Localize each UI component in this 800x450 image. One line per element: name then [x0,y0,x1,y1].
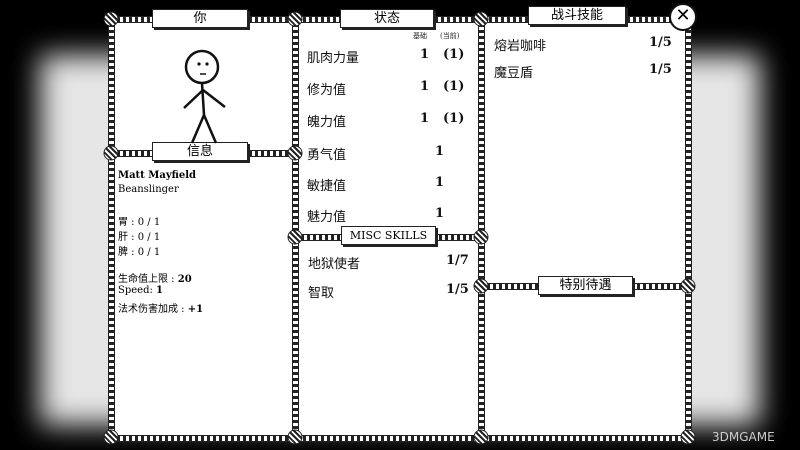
misc-skill-name: 智取 [308,286,335,301]
speed-value: 1 [156,285,164,296]
panel-title-special: 特别待遇 [538,276,633,295]
stat-name: 魅力值 [307,210,347,225]
stomach-stat: 胃 : 0 / 1 [118,217,161,228]
hp-label: 生命值上限 : [118,274,175,285]
knot [680,429,696,445]
misc-skill-name: 地狱使者 [308,257,361,272]
battle-skill-name: 熔岩咖啡 [494,39,547,54]
knot [103,429,119,445]
knot [473,429,489,445]
spleen-stat: 脾 : 0 / 1 [118,247,161,258]
panel-title-status: 状态 [340,9,434,28]
stat-name: 修为值 [307,83,347,98]
hp-value: 20 [177,274,192,285]
panel-title-battle-skills: 战斗技能 [528,6,626,25]
misc-skill-value: 1/5 [446,282,469,297]
spell-damage-bonus: 法术伤害加成 : +1 [118,300,203,315]
character-name: Matt Mayfield [118,170,197,181]
knot [287,145,303,161]
stat-name: 敏捷值 [307,179,347,194]
misc-skill-value: 1/7 [446,253,469,268]
watermark: 3DMGAME [712,430,775,444]
panel-title-misc-skills: MISC SKILLS [341,226,436,245]
knot [287,11,303,27]
rope-col1 [292,18,299,436]
panel-title-info: 信息 [152,142,248,161]
status-header-base: 基础 [413,32,427,40]
knot [680,278,696,294]
rope-right [685,18,692,436]
speed-label: Speed: [118,285,153,296]
stat-current: (1) [443,111,465,126]
stat-base: 1 [420,111,430,126]
spell-value: +1 [187,304,204,315]
character-class: Beanslinger [118,184,179,195]
status-header-current: (当前) [440,32,460,40]
knot [287,229,303,245]
character-portrait [183,49,226,144]
hp-max: 生命值上限 : 20 [118,270,192,285]
stat-base: 1 [420,47,430,62]
stat-name: 魄力值 [307,115,347,130]
stat-name: 肌肉力量 [307,51,360,66]
stat-base: 1 [435,206,445,221]
rope-col2 [478,18,485,436]
knot [287,429,303,445]
stat-current: (1) [443,47,465,62]
battle-skill-value: 1/5 [649,35,672,50]
stat-base: 1 [435,175,445,190]
stat-current: (1) [443,79,465,94]
knot [473,278,489,294]
stat-base: 1 [420,79,430,94]
spell-label: 法术伤害加成 : [118,304,185,315]
panel-title-you: 你 [152,9,248,28]
close-button[interactable]: ✕ [669,3,697,31]
battle-skill-name: 魔豆盾 [494,66,534,81]
knot [103,145,119,161]
rope-bottom [111,435,689,442]
liver-stat: 肝 : 0 / 1 [118,232,161,243]
knot [103,11,119,27]
speed-stat: Speed: 1 [118,285,163,296]
stat-name: 勇气值 [307,148,347,163]
knot [473,11,489,27]
knot [473,229,489,245]
rope-left [108,18,115,436]
stat-base: 1 [435,144,445,159]
battle-skill-value: 1/5 [649,62,672,77]
